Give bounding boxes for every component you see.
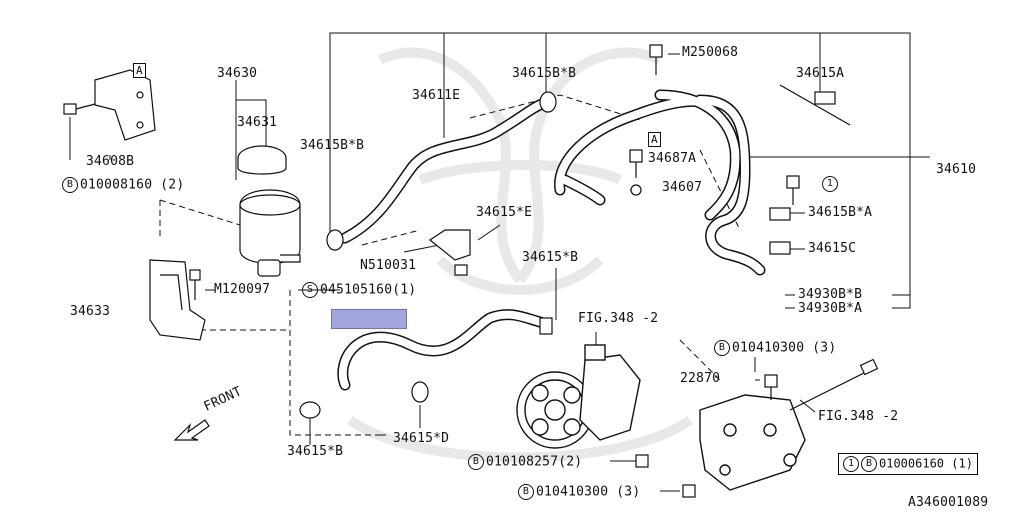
callout-fig348-2-a[interactable]: FIG.348 -2: [578, 311, 659, 326]
power-steering-pump: [516, 344, 641, 449]
callout-22870[interactable]: 22870: [680, 371, 721, 386]
callout-34615d[interactable]: 34615*D: [393, 431, 450, 446]
callout-34607[interactable]: 34607: [662, 180, 703, 195]
legend-part: 010006160: [879, 456, 945, 471]
callout-34615b-mid[interactable]: 34615*B: [522, 250, 579, 265]
callout-34930ba[interactable]: 34930B*A: [798, 301, 863, 316]
callout-34615ba[interactable]: 34615B*A: [808, 205, 873, 220]
reservoir-cap-34631: [237, 145, 287, 175]
bracket-34633: [149, 259, 206, 341]
pump-bracket-22870: [699, 394, 806, 491]
clip-n510031: [428, 229, 471, 276]
hoses-inner: [338, 91, 764, 389]
callout-34615bb-top[interactable]: 34615B*B: [512, 66, 577, 81]
callout-34615c[interactable]: 34615C: [808, 241, 857, 256]
callout-34631[interactable]: 34631: [237, 115, 278, 130]
circle-b-icon: B: [714, 340, 730, 356]
callout-34615bb-left[interactable]: 34615B*B: [300, 138, 365, 153]
callout-34615e[interactable]: 34615*E: [476, 205, 533, 220]
reservoir-34630: [239, 189, 301, 277]
bracket-34608b: [94, 69, 156, 141]
circle-b-icon: B: [62, 177, 78, 193]
callout-34633[interactable]: 34633: [70, 304, 111, 319]
diagram-code: A346001089: [908, 495, 989, 510]
small-bolts: [629, 44, 800, 498]
callout-34615b-bot[interactable]: 34615*B: [287, 444, 344, 459]
leader-lines: [69, 32, 930, 492]
circle-b-icon: B: [518, 484, 534, 500]
callout-m250068[interactable]: M250068: [682, 45, 739, 60]
circle-s-icon: S: [302, 282, 318, 298]
callout-34687a[interactable]: 34687A: [648, 151, 697, 166]
legend-qty: (1): [951, 456, 973, 471]
circle-1-icon: 1: [822, 176, 840, 192]
callout-fig348-2-b[interactable]: FIG.348 -2: [818, 409, 899, 424]
callout-34608b[interactable]: 34608B: [86, 154, 135, 169]
hose-clamps: [299, 84, 851, 419]
circle-b-icon: B: [468, 454, 484, 470]
bolt-m120097: [189, 269, 201, 300]
callout-34930bb[interactable]: 34930B*B: [798, 287, 863, 302]
highlighted-part-marker[interactable]: [331, 309, 407, 329]
callout-m120097[interactable]: M120097: [214, 282, 271, 297]
ref-box-a-1: A: [133, 63, 146, 78]
callout-34610[interactable]: 34610: [936, 162, 977, 177]
ref-box-a-2: A: [648, 132, 661, 147]
callout-n510031[interactable]: N510031: [360, 258, 417, 273]
circle-1-icon: 1: [843, 456, 859, 472]
front-arrow-icon: [173, 419, 210, 441]
long-bolt: [789, 358, 879, 411]
callout-34615a[interactable]: 34615A: [796, 66, 845, 81]
bolt-010008160: [63, 103, 96, 115]
callout-34611e[interactable]: 34611E: [412, 88, 461, 103]
circle-b-icon: B: [861, 456, 877, 472]
callout-34630[interactable]: 34630: [217, 66, 258, 81]
